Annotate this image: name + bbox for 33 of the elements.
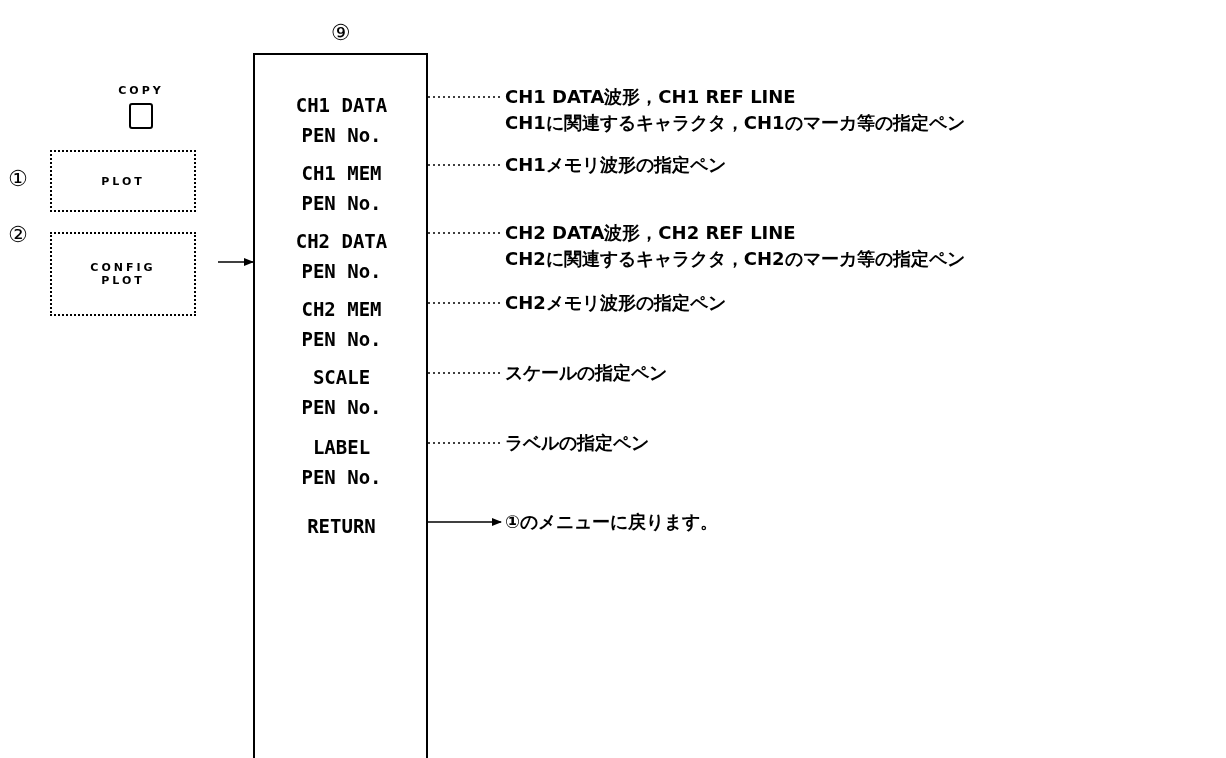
circled-number: ①	[8, 166, 28, 191]
description-text: CH2 DATA波形，CH2 REF LINE	[505, 221, 797, 245]
leader-line	[427, 302, 502, 304]
menu-number: ⑨	[329, 20, 352, 47]
menu-item: SCALE PEN No.	[255, 362, 428, 422]
arrow	[427, 518, 502, 526]
leader-line	[427, 96, 502, 98]
leader-line	[427, 164, 502, 166]
leader-line	[427, 232, 502, 234]
menu-item: CH1 DATA PEN No.	[255, 90, 428, 150]
menu-item: CH1 MEM PEN No.	[255, 158, 428, 218]
arrow	[217, 258, 254, 266]
menu-item: CH2 MEM PEN No.	[255, 294, 428, 354]
softkey-box	[50, 150, 196, 212]
leader-line	[427, 442, 502, 444]
description-text: CH1 DATA波形，CH1 REF LINE	[505, 85, 797, 109]
softkey-label: CONFIG PLOT	[89, 261, 157, 287]
description-text: CH1メモリ波形の指定ペン	[505, 152, 726, 178]
key-button	[118, 84, 164, 129]
menu-item: RETURN	[255, 511, 428, 541]
description-text: CH1に関連するキャラクタ，CH1のマーカ等の指定ペン	[505, 111, 965, 135]
menu-item: LABEL PEN No.	[255, 432, 428, 492]
description-text: ①のメニューに戻ります。	[505, 509, 719, 535]
description-text: ラベルの指定ペン	[505, 430, 649, 456]
key-label: COPY	[118, 84, 164, 97]
circled-number: ②	[8, 222, 28, 247]
description-text: スケールの指定ペン	[505, 360, 667, 386]
description-text: CH2メモリ波形の指定ペン	[505, 290, 726, 316]
softkey-box	[50, 232, 196, 316]
description-text: CH2に関連するキャラクタ，CH2のマーカ等の指定ペン	[505, 247, 965, 271]
leader-line	[427, 372, 502, 374]
menu-item: CH2 DATA PEN No.	[255, 226, 428, 286]
softkey-label: PLOT	[100, 174, 146, 188]
